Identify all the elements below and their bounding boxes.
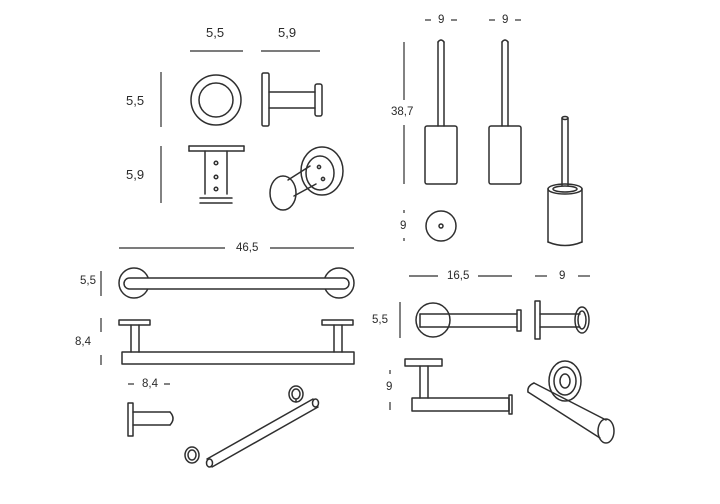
- small-towel-holder-side-view: [127, 402, 174, 437]
- brush-holder-perspective: [547, 115, 583, 247]
- towel-bar-top-view: [118, 319, 355, 365]
- paper-holder-perspective: [527, 360, 615, 444]
- paper-holder-width-label: 16,5: [447, 270, 470, 282]
- towel-bar-length-label: 46,5: [236, 242, 259, 254]
- brush-width-label-1: 9: [438, 14, 445, 26]
- brush-width-label-2: 9: [502, 14, 509, 26]
- towel-bar-height-label: 5,5: [80, 275, 96, 287]
- towel-bar-front-view: [118, 267, 355, 299]
- towel-bar-projection-label: 8,4: [75, 336, 91, 348]
- paper-holder-front-view: [415, 302, 522, 338]
- hook-perspective-view: [269, 146, 344, 211]
- hook-width-label-1: 5,5: [206, 25, 225, 40]
- paper-holder-projection-label: 9: [386, 381, 393, 393]
- hook-width-label-2: 5,9: [278, 25, 297, 40]
- paper-holder-side-view: [534, 300, 590, 340]
- hook-front-elevation: [188, 145, 245, 204]
- towel-bar-perspective: [184, 385, 320, 468]
- brush-base-diameter-label: 9: [400, 220, 407, 232]
- paper-holder-top-view: [404, 358, 513, 415]
- hook-height-label-1: 5,5: [126, 93, 145, 108]
- brush-holder-front-view: [424, 39, 458, 185]
- small-holder-projection-label: 8,4: [142, 378, 158, 390]
- brush-height-label: 38,7: [391, 106, 414, 118]
- brush-holder-base-top-view: [425, 210, 457, 242]
- brush-holder-side-view: [488, 39, 522, 185]
- hook-height-label-2: 5,9: [126, 167, 145, 182]
- dimension-lines: [100, 19, 590, 410]
- paper-holder-side-width-label: 9: [559, 270, 566, 282]
- round-hook-side-view: [261, 72, 323, 127]
- round-hook-front-view: [190, 74, 242, 126]
- paper-holder-height-label: 5,5: [372, 314, 388, 326]
